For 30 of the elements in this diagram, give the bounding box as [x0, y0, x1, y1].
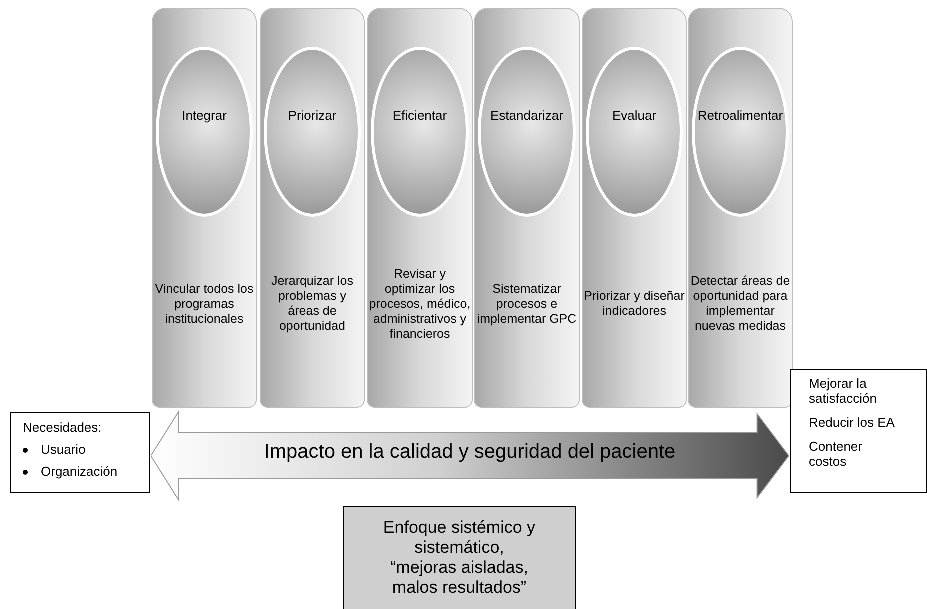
step-description: Detectar áreas de oportunidad para implementar nuevas medidas [690, 274, 792, 334]
goal-text: Mejorar la satisfacción [809, 376, 878, 406]
step-description: Jerarquizar los problemas y áreas de oportunidad [270, 274, 354, 334]
step-heading: Integrar [182, 107, 227, 126]
banner-label: Impacto en la calidad y seguridad del paciente [264, 440, 676, 465]
step-description: Sistematizar procesos e implementar GPC [476, 282, 578, 326]
column-panel [367, 8, 473, 408]
step-description: Priorizar y diseñar indicadores [583, 289, 686, 319]
column-panel [260, 8, 365, 408]
step-heading: Retroalimentar [698, 107, 784, 126]
step-description: Vincular todos los programas institucionales [154, 282, 255, 326]
step-heading: Estandarizar [490, 107, 564, 126]
needs-box [10, 412, 150, 493]
step-heading: Eficientar [392, 107, 448, 126]
box-heading: Necesidades: [23, 419, 103, 436]
list-item: Usuario [41, 442, 86, 458]
column-panel [474, 8, 580, 408]
column-panel [152, 8, 257, 408]
step-description: Revisar y optimizar los procesos, médico, administrativos y financieros [368, 266, 472, 342]
double-arrow-banner [151, 410, 789, 502]
approach-text: Enfoque sistémico y sistemático, “mejoras aisladas, malos resultados” [382, 518, 537, 598]
goal-text: Contener costos [809, 439, 864, 469]
list-item: Organización [41, 464, 118, 480]
column-panel [582, 8, 687, 408]
column-panel [688, 8, 793, 408]
goal-text: Reducir los EA [809, 415, 896, 430]
step-heading: Priorizar [288, 107, 337, 126]
approach-box [343, 506, 576, 609]
goals-box [790, 369, 927, 493]
step-heading: Evaluar [612, 107, 657, 126]
